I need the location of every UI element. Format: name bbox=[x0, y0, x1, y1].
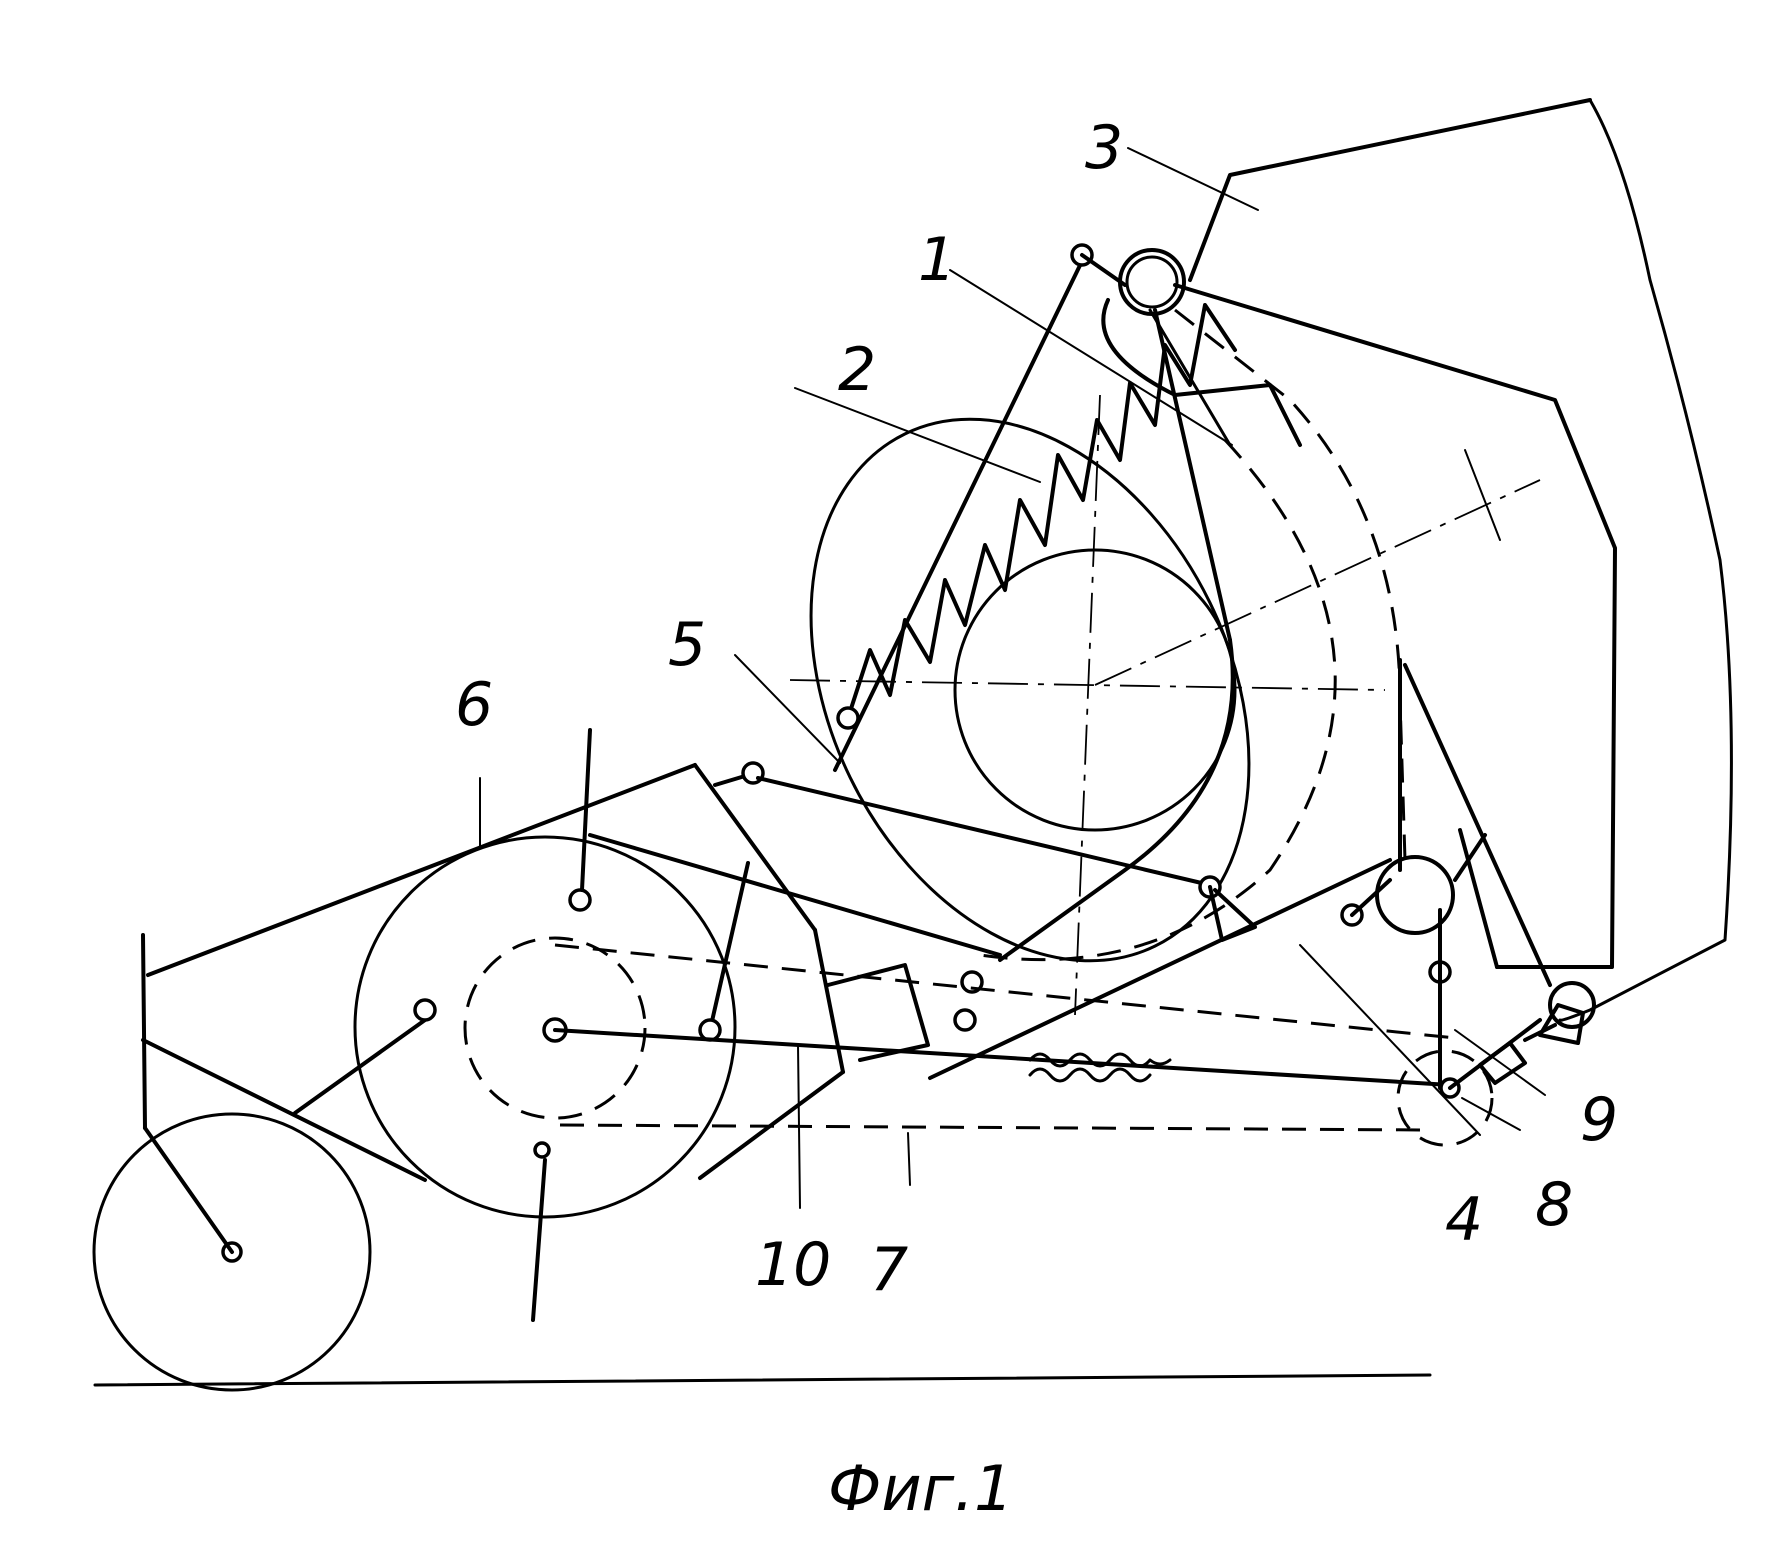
front-strut-curve bbox=[998, 638, 1235, 962]
pickup-frame bbox=[141, 763, 845, 1182]
lower-belt bbox=[928, 858, 1392, 1080]
wheel-strut bbox=[143, 1126, 234, 1254]
lower-belt-2 bbox=[1350, 878, 1392, 917]
label-3: 3 bbox=[1085, 113, 1123, 183]
pickup-pin-top bbox=[568, 888, 592, 912]
label-1: 1 bbox=[918, 225, 956, 295]
bale-chamber bbox=[809, 417, 1251, 963]
label-5: 5 bbox=[668, 610, 706, 680]
cylinder-block bbox=[826, 963, 984, 1062]
label-7: 7 bbox=[870, 1235, 908, 1305]
upper-roller-ring bbox=[1125, 255, 1179, 309]
figure-caption: Фиг.1 bbox=[828, 1452, 1013, 1525]
ground-line bbox=[93, 1373, 1432, 1387]
pickup-pin-bottom bbox=[533, 1141, 551, 1159]
rear-gate bbox=[1173, 98, 1733, 1022]
label-8: 8 bbox=[1535, 1170, 1573, 1240]
label-9: 9 bbox=[1580, 1085, 1618, 1155]
leader-lines bbox=[479, 147, 1546, 1209]
pickup-tine-bottom bbox=[531, 1158, 547, 1322]
tensioner-link bbox=[833, 253, 1087, 772]
inner-guide-line bbox=[1148, 308, 1232, 447]
bale-core bbox=[953, 548, 1237, 832]
label-4: 4 bbox=[1445, 1185, 1483, 1255]
pickup-drum-inner bbox=[463, 936, 647, 1120]
upper-roller bbox=[1118, 248, 1186, 316]
pickup-pin-left bbox=[413, 998, 437, 1022]
lever-sprocket bbox=[1396, 1049, 1494, 1147]
rear-lower-roller bbox=[1375, 855, 1455, 935]
tension-spring bbox=[846, 303, 1237, 720]
centerline-diagonal bbox=[1094, 479, 1541, 686]
main-rod bbox=[553, 1028, 1452, 1087]
front-wheel bbox=[92, 1112, 372, 1392]
link-bar bbox=[588, 761, 1257, 1042]
latch-hook bbox=[1478, 1003, 1585, 1085]
centerline-horizontal bbox=[789, 679, 1386, 691]
label-10: 10 bbox=[755, 1230, 831, 1300]
label-2: 2 bbox=[838, 335, 876, 405]
centerline-vertical bbox=[1074, 394, 1101, 1016]
spring-coil bbox=[1028, 1052, 1172, 1083]
right-small-roller bbox=[1548, 981, 1596, 1029]
bale-chamber-dashed-arc bbox=[979, 438, 1337, 962]
label-6: 6 bbox=[455, 670, 493, 740]
rear-roller-strut bbox=[1453, 833, 1487, 882]
tensioner-link-b bbox=[1080, 253, 1127, 287]
pickup-tine-top bbox=[580, 728, 592, 892]
pickup-drum bbox=[353, 835, 737, 1219]
front-strut bbox=[1153, 308, 1232, 642]
dashed-line-lower bbox=[559, 1123, 1431, 1132]
spring-anchor-pin bbox=[836, 706, 860, 730]
rear-diagonal bbox=[1403, 663, 1552, 987]
cross-mark bbox=[1464, 449, 1501, 541]
